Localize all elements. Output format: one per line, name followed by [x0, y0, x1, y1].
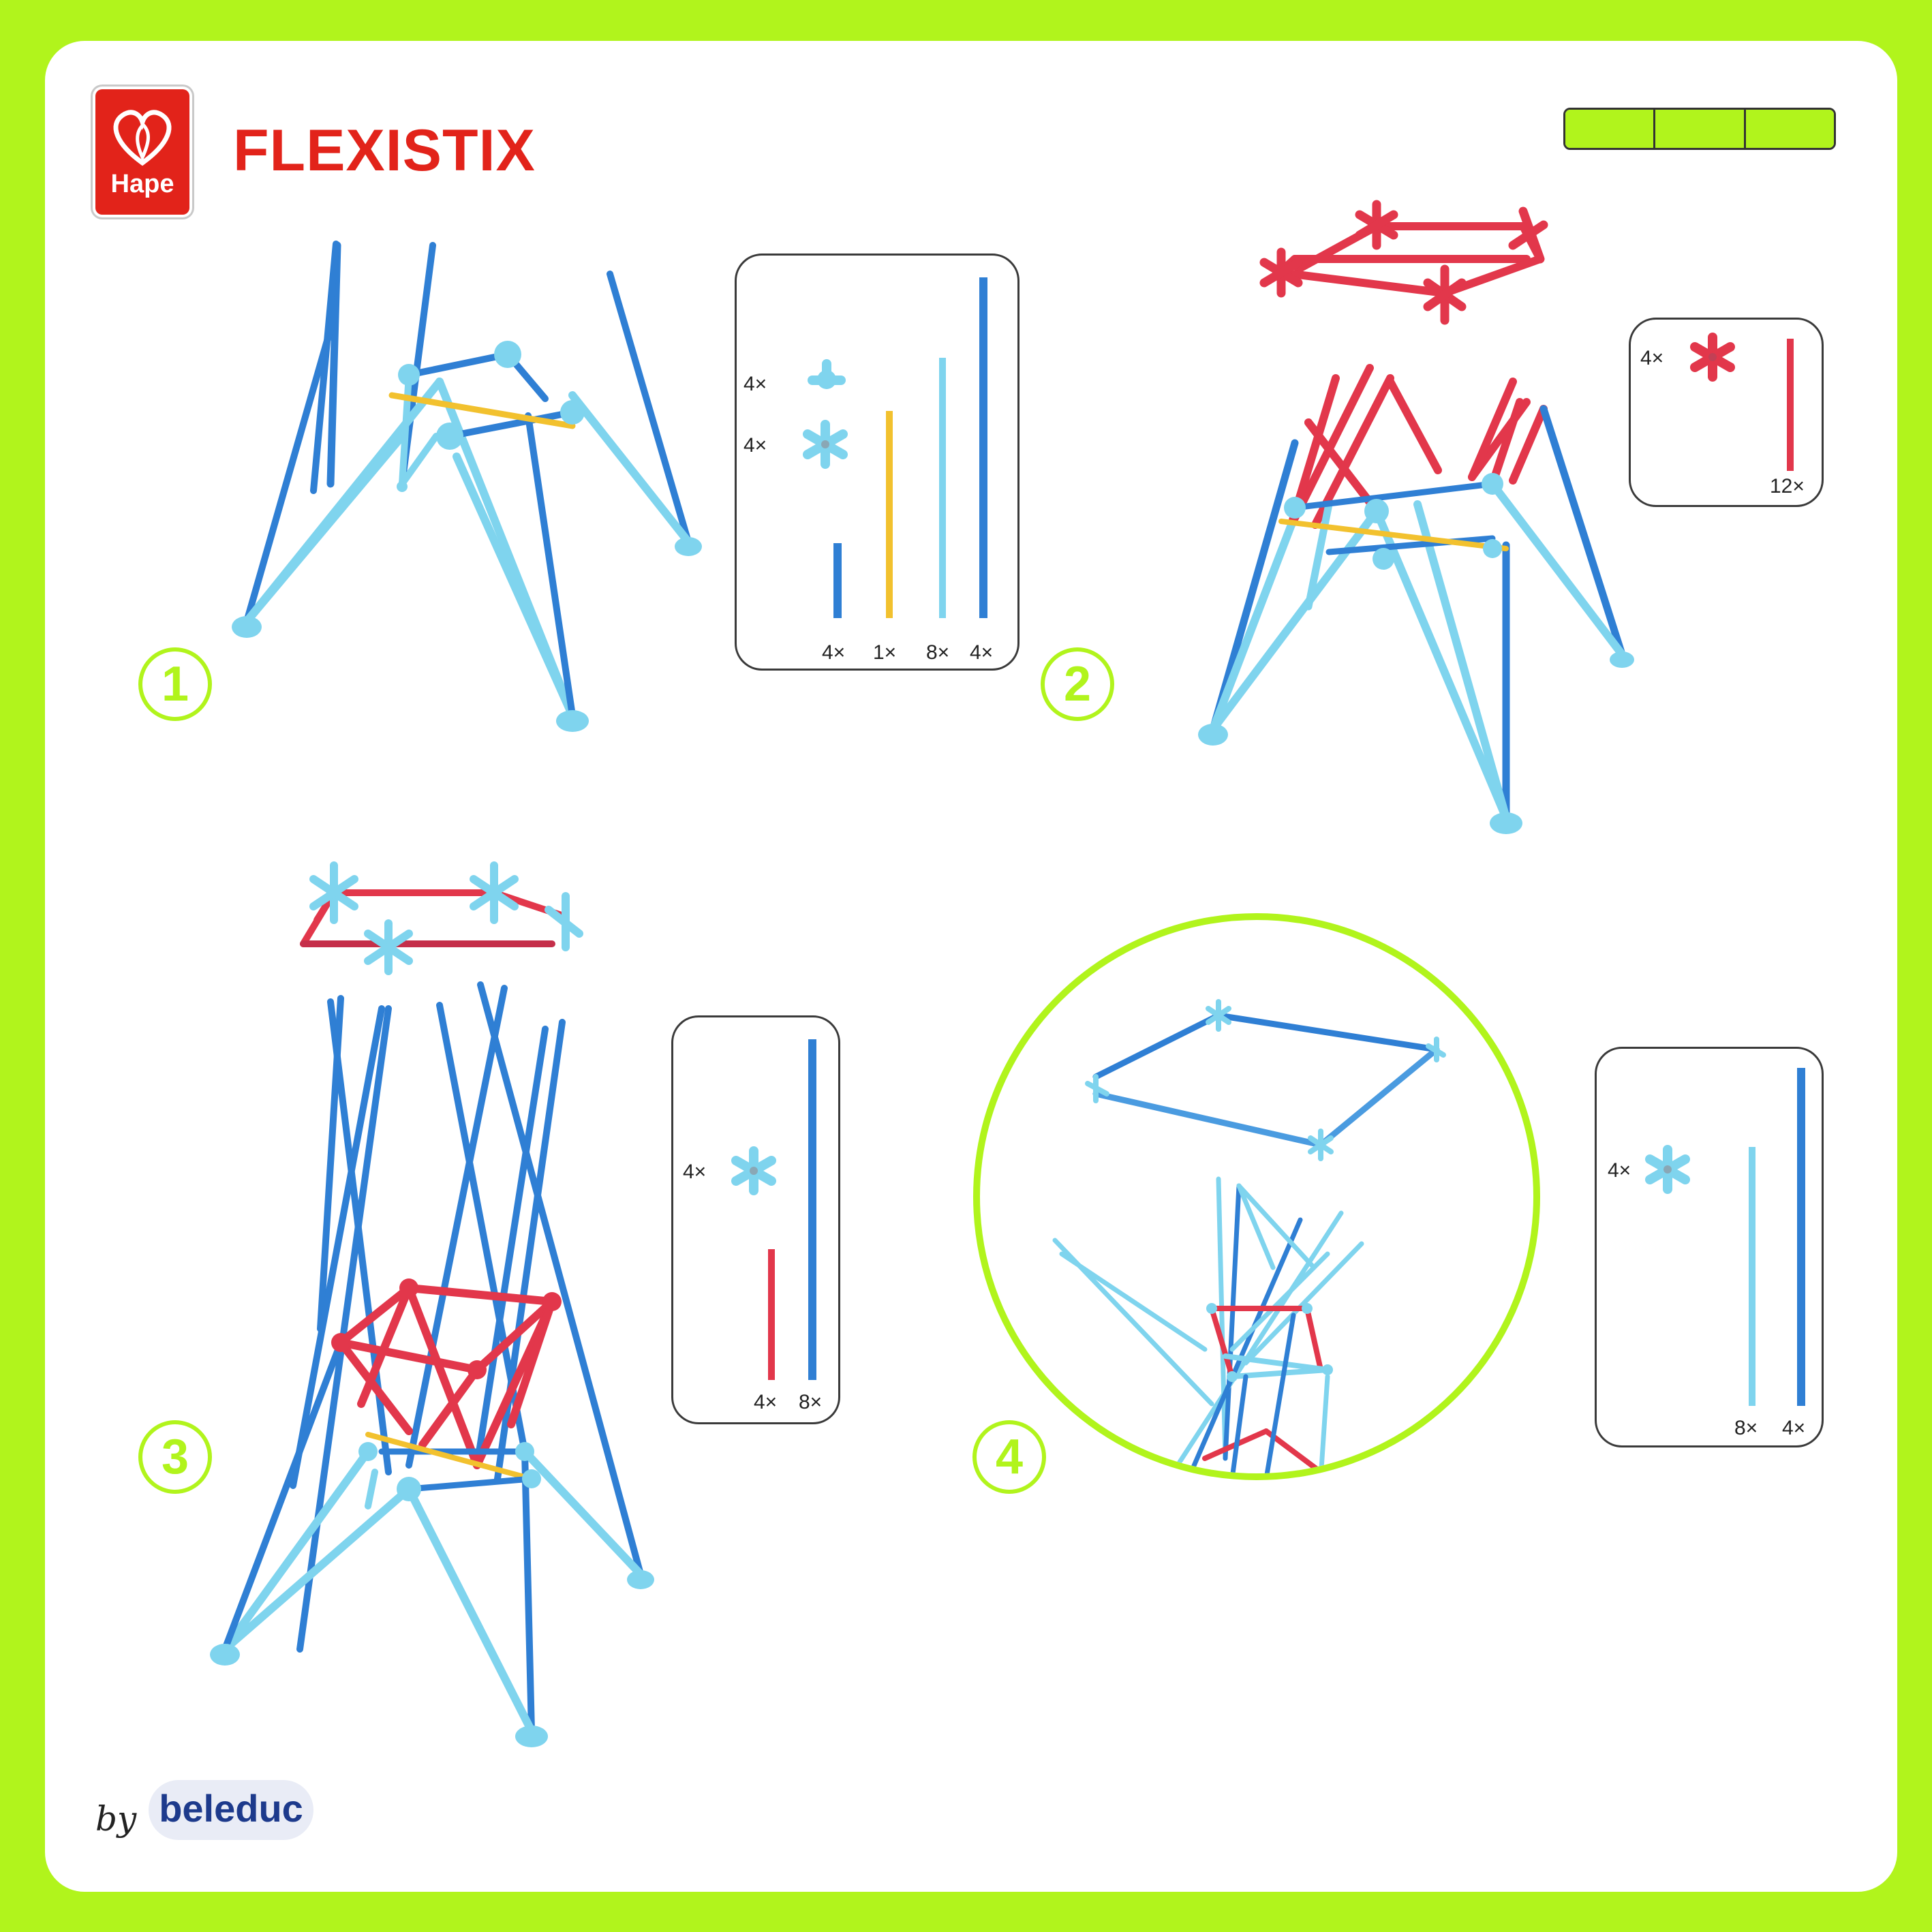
- maker-prefix: by: [95, 1799, 137, 1839]
- part-count: 4×: [1782, 1417, 1806, 1439]
- light-blue-connector-icons: [309, 861, 583, 975]
- part-count: 8×: [1734, 1417, 1758, 1439]
- hape-logo: Hape: [95, 89, 189, 215]
- part-count: 4×: [1608, 1159, 1631, 1182]
- step-4-illustration: [1052, 999, 1446, 1473]
- red-connector-icons: [1259, 200, 1548, 325]
- step-number-3: 3: [138, 1420, 212, 1494]
- step-2-parts-icons: [1690, 333, 1794, 471]
- part-count: 8×: [799, 1391, 823, 1413]
- part-count: 4×: [822, 641, 846, 664]
- part-count: 4×: [970, 641, 994, 664]
- beleduc-logo-text: beleduc: [159, 1787, 303, 1830]
- step-1-parts-box: 4× 4× 4× 1× 8× 4×: [735, 254, 1019, 671]
- progress-cell: [1745, 110, 1834, 148]
- step-number-1: 1: [138, 647, 212, 721]
- progress-indicator: [1563, 108, 1836, 150]
- part-count: 4×: [743, 373, 767, 395]
- step-3-parts-box: 4× 4× 8×: [671, 1015, 840, 1424]
- step-1-parts-icons: [803, 277, 987, 618]
- progress-cell: [1655, 110, 1746, 148]
- part-count: 4×: [1640, 347, 1664, 369]
- part-count: 8×: [926, 641, 950, 664]
- step-4-parts-icons: [1645, 1068, 1805, 1406]
- step-2-illustration: [1198, 200, 1634, 834]
- part-count: 4×: [683, 1161, 707, 1183]
- step-2-parts-box: 4× 12×: [1629, 318, 1824, 507]
- part-count: 1×: [873, 641, 897, 664]
- step-4-parts-box: 4× 8× 4×: [1595, 1047, 1824, 1447]
- part-count: 12×: [1770, 475, 1805, 497]
- product-title: FLEXISTIX: [233, 118, 536, 183]
- step-3-parts-icons: [731, 1039, 816, 1380]
- hape-logo-text: Hape: [110, 170, 174, 198]
- step-1-illustration: [232, 241, 702, 732]
- six-arm-connector-icon: [1645, 1145, 1690, 1194]
- tri-connector-icon: [808, 359, 846, 389]
- progress-cell: [1565, 110, 1656, 148]
- six-arm-connector-icon: [803, 420, 848, 469]
- instruction-sheet: [45, 41, 1897, 1892]
- step-4-zoom-circle: [973, 913, 1540, 1480]
- step-3-illustration: [210, 861, 654, 1747]
- heart-icon: [113, 110, 172, 166]
- step-number-2: 2: [1041, 647, 1114, 721]
- part-count: 4×: [743, 434, 767, 457]
- six-arm-connector-icon: [731, 1146, 776, 1195]
- step-number-4: 4: [972, 1420, 1046, 1494]
- beleduc-logo: beleduc: [149, 1780, 313, 1840]
- part-count: 4×: [754, 1391, 778, 1413]
- red-six-arm-connector-icon: [1690, 333, 1735, 382]
